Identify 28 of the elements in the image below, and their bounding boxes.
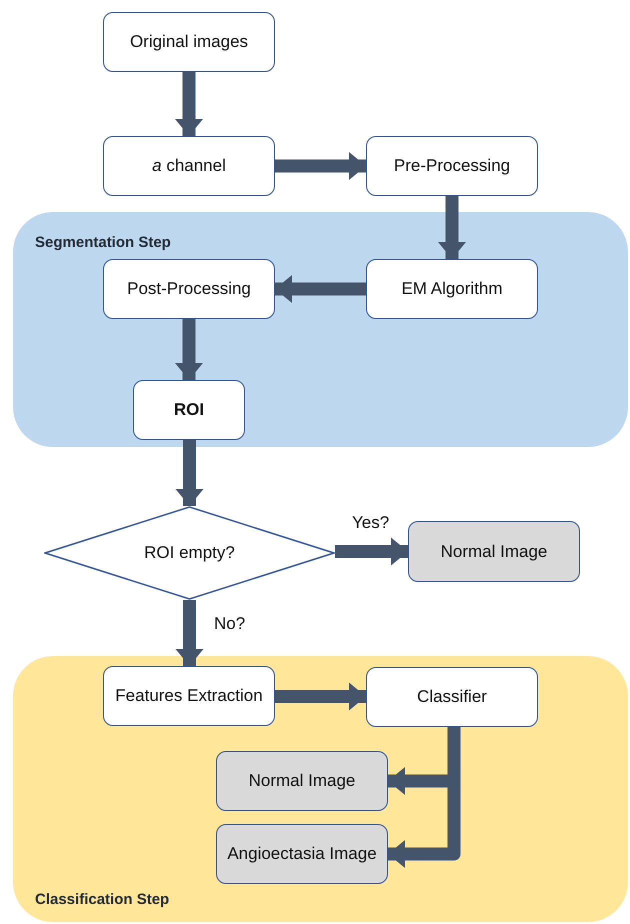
- block-arrow: [176, 440, 204, 506]
- group-panel: [13, 212, 628, 447]
- edge-label: No?: [214, 614, 246, 634]
- process-box: a channel: [103, 136, 275, 196]
- decision-diamond: [44, 506, 335, 600]
- block-arrow: [176, 600, 204, 666]
- result-box: Normal Image: [216, 751, 388, 811]
- block-arrow: [275, 682, 366, 710]
- process-box: Pre-Processing: [366, 136, 538, 196]
- result-box: Normal Image: [408, 521, 580, 582]
- process-box: Classifier: [366, 667, 538, 727]
- block-arrow: [175, 319, 203, 380]
- group-heading: Segmentation Step: [35, 234, 171, 251]
- result-box: Angioectasia Image: [216, 824, 388, 884]
- edge-label: Yes?: [352, 513, 390, 533]
- decision-text: ROI empty?: [144, 543, 235, 563]
- group-heading: Classification Step: [35, 891, 170, 908]
- process-box: Features Extraction: [103, 666, 275, 726]
- block-arrow: [438, 196, 466, 259]
- block-arrow: [335, 538, 408, 566]
- group-panel: [13, 656, 628, 922]
- block-arrow: [275, 275, 366, 303]
- process-box: Original images: [103, 12, 275, 72]
- process-box: Post-Processing: [103, 259, 275, 319]
- block-arrow: [275, 152, 366, 180]
- process-box: EM Algorithm: [366, 259, 538, 319]
- block-arrow: [175, 72, 203, 136]
- process-box: ROI: [133, 380, 245, 440]
